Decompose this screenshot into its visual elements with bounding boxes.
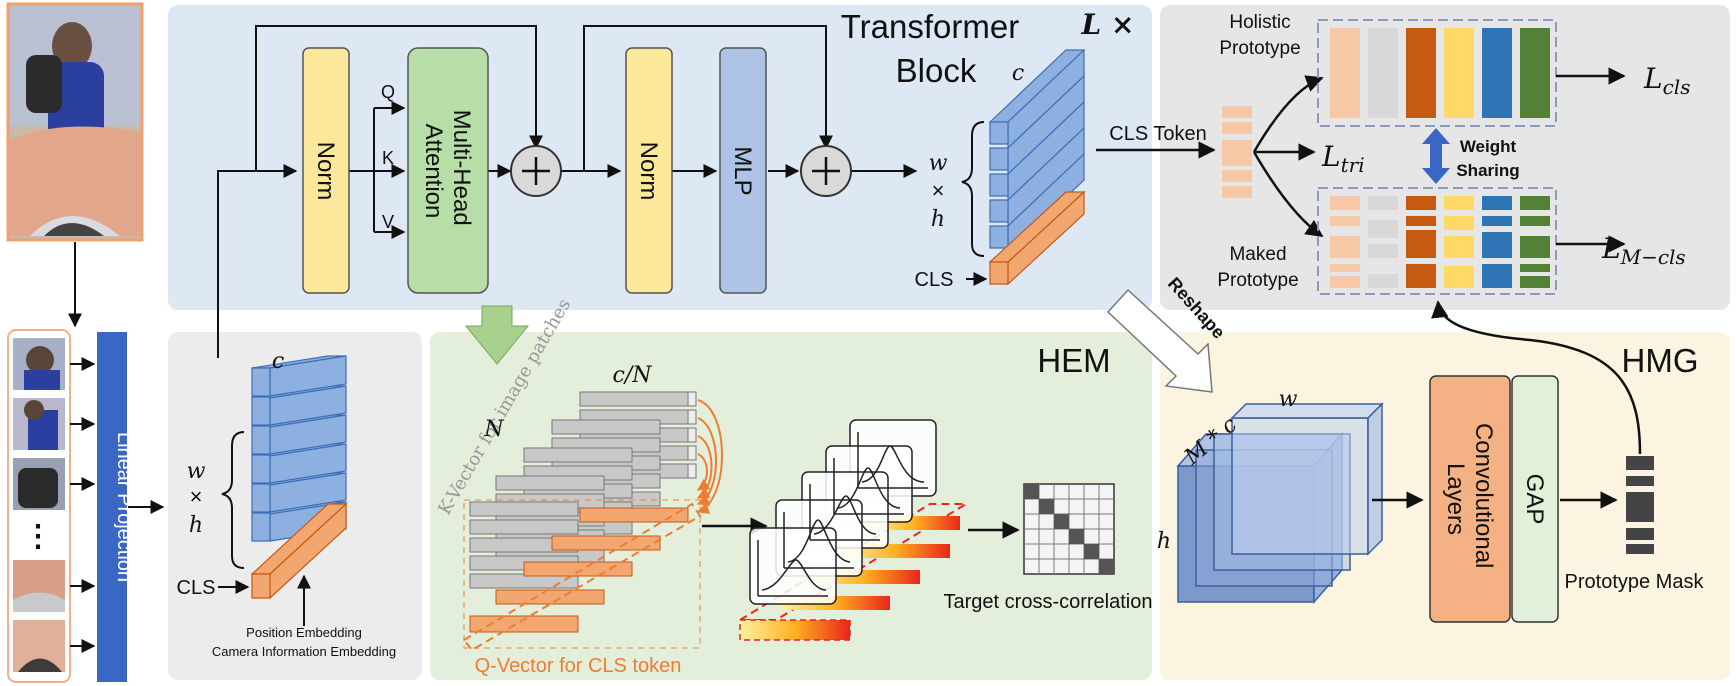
cls-token-label: CLS Token	[1109, 123, 1206, 145]
masked-label-line2: Prototype	[1217, 270, 1298, 291]
tensor-w-label: w	[929, 151, 948, 176]
hem-title: HEM	[1037, 342, 1110, 379]
hmg-w-label: w	[1279, 387, 1298, 412]
attention-to-hem-arrow	[464, 305, 530, 365]
target-correlation-label: Target cross-correlation	[944, 591, 1153, 613]
holistic-prototype-frame	[1317, 19, 1557, 127]
norm1-block	[302, 47, 350, 294]
l-cls-label: Lcls	[1643, 62, 1690, 99]
q-vector-label: Q-Vector for CLS token	[475, 655, 682, 677]
reshape-arrow	[1106, 288, 1213, 393]
l-cls-main: L	[1643, 62, 1663, 95]
correlation-curves	[696, 399, 723, 514]
tensor-cls-label: CLS	[915, 269, 954, 291]
norm2-label: Norm	[635, 142, 662, 201]
masked-prototype-bars	[1330, 196, 1550, 288]
weight-sharing-arrow	[1422, 128, 1450, 184]
l-tri-label: Ltri	[1321, 140, 1365, 177]
hmg-h-label: h	[1157, 529, 1171, 554]
embedding-times-label: ×	[190, 484, 203, 509]
patch-arrows	[70, 357, 96, 653]
patch-thumbnails	[13, 338, 65, 672]
embedding-w-label: w	[187, 459, 206, 484]
masked-label-line1: Maked	[1229, 244, 1286, 265]
tensor-h-label: h	[931, 207, 945, 232]
camera-embedding-label: Camera Information Embedding	[212, 644, 396, 659]
mha-label: Multi-Head Attention	[420, 110, 475, 233]
tensor-c-label: c	[1012, 61, 1024, 86]
prototype-panel	[1160, 5, 1730, 310]
feature-volume	[1176, 402, 1384, 604]
embedding-c-label: c	[272, 349, 284, 374]
conv-line1: Convolutional	[1470, 423, 1497, 568]
prototype-mask-vector	[1626, 456, 1654, 554]
l-tri-main: L	[1321, 140, 1341, 173]
linear-projection-block	[97, 332, 127, 682]
transformer-title-line2: Block	[896, 52, 977, 89]
v-label: V	[382, 212, 394, 232]
heatmap-stacks	[736, 419, 970, 641]
gap-label: GAP	[1521, 474, 1548, 525]
n-label: N	[483, 417, 504, 442]
target-correlation-matrix	[1023, 483, 1115, 575]
q-vector-dashed-region	[462, 502, 702, 652]
embedding-cls-label: CLS	[177, 577, 216, 599]
conv-layers-block	[1429, 375, 1511, 623]
norm1-label: Norm	[312, 142, 339, 201]
mlp-label: MLP	[729, 146, 756, 195]
transformer-wires	[217, 25, 918, 358]
mha-label-line1: Multi-Head	[448, 110, 475, 226]
l-mcls-main: L	[1601, 232, 1621, 265]
holistic-prototype-bars	[1330, 28, 1550, 118]
conv-layers-label: Convolutional Layers	[1442, 423, 1497, 575]
input-image	[6, 2, 144, 242]
cls-branch-arrows	[1252, 75, 1324, 238]
mask-to-prototype-arrow	[1431, 300, 1642, 455]
weight-sharing-line2: Sharing	[1456, 161, 1519, 180]
mlp-block	[719, 47, 767, 294]
l-cls-sub: cls	[1663, 75, 1691, 99]
k-label: K	[382, 148, 394, 168]
holistic-label-line2: Prototype	[1219, 38, 1300, 59]
q-label: Q	[381, 82, 395, 102]
cls-token-vector	[1222, 106, 1252, 198]
transformer-title-line1: Transformer	[841, 8, 1019, 45]
mha-label-line2: Attention	[420, 124, 447, 219]
c-over-n-label: c/N	[613, 363, 653, 388]
tensor-times-label: ×	[932, 178, 945, 203]
embedding-brace	[221, 431, 245, 569]
transformer-output-tensor	[988, 48, 1086, 286]
norm2-block	[625, 47, 673, 294]
patch-ellipsis: ⋮	[23, 520, 53, 553]
tensor-brace	[961, 121, 985, 257]
repeat-label: L ×	[1081, 8, 1135, 41]
q-vector-dashed-frame	[463, 499, 701, 649]
embedding-tensor	[250, 355, 348, 600]
linear-projection-label: Linear Projection	[113, 432, 135, 582]
embedding-h-label: h	[189, 513, 203, 538]
holistic-label-line1: Holistic	[1229, 12, 1290, 33]
hmg-title: HMG	[1622, 342, 1699, 379]
add2-node	[800, 145, 852, 197]
l-tri-sub: tri	[1341, 153, 1365, 177]
prototype-mask-label: Prototype Mask	[1565, 571, 1705, 593]
masked-prototype-frame	[1317, 187, 1557, 295]
add1-node	[510, 145, 562, 197]
conv-line2: Layers	[1442, 463, 1469, 535]
position-embedding-label: Position Embedding	[246, 625, 362, 640]
mha-block	[407, 47, 489, 294]
weight-sharing-line1: Weight	[1460, 137, 1517, 156]
gap-block	[1511, 375, 1559, 623]
l-mcls-label: LM−cls	[1601, 232, 1686, 269]
k-vector-stacks	[469, 391, 697, 633]
l-mcls-sub: M−cls	[1620, 245, 1686, 269]
